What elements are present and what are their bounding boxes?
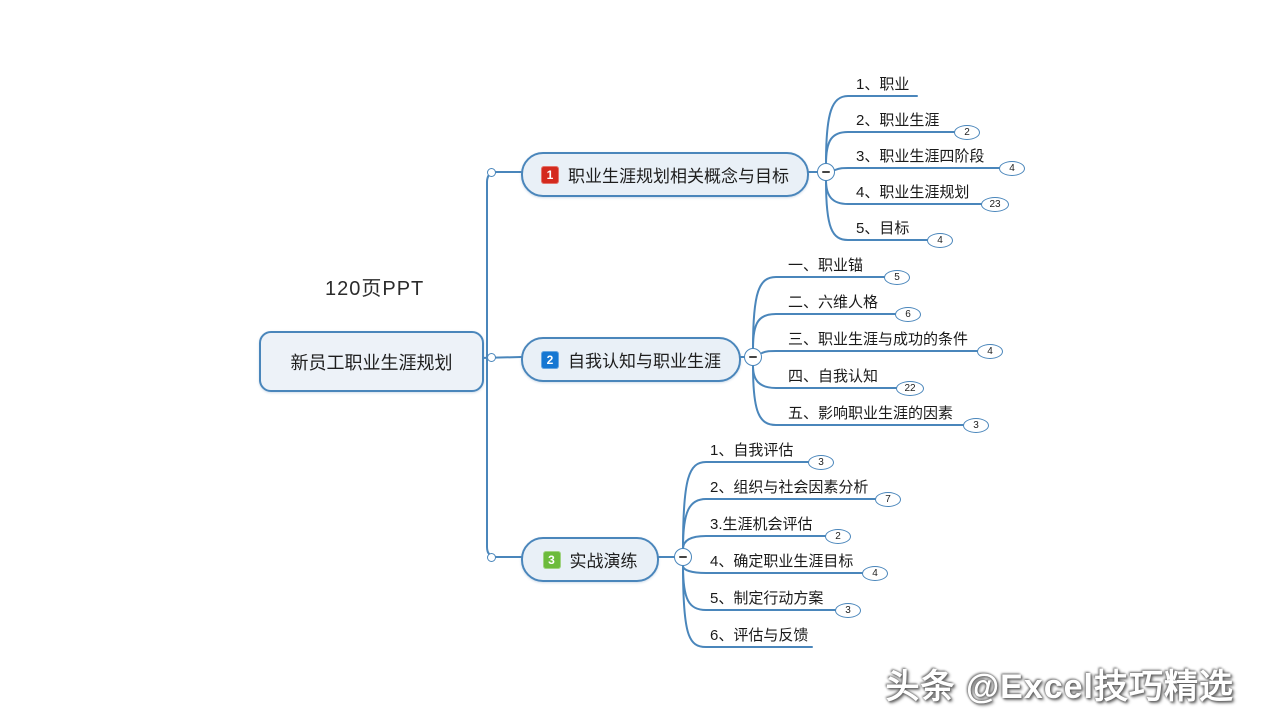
child-node[interactable]: 2、组织与社会因素分析 [710, 479, 869, 496]
root-label: 新员工职业生涯规划 [290, 352, 453, 373]
child-node[interactable]: 5、目标 [856, 220, 910, 237]
child-node[interactable]: 四、自我认知 [788, 368, 879, 385]
child-node[interactable]: 二、六维人格 [788, 294, 879, 311]
child-node[interactable]: 1、自我评估 [710, 442, 794, 459]
branch-number-icon: 1 [541, 165, 559, 184]
count-badge: 22 [896, 381, 924, 396]
child-node[interactable]: 1、职业 [856, 76, 910, 93]
branch-node-3[interactable]: 3 实战演练 [521, 537, 659, 582]
count-badge: 3 [963, 418, 989, 433]
branch-node-2[interactable]: 2 自我认知与职业生涯 [521, 337, 741, 382]
branch-label: 实战演练 [569, 552, 638, 571]
count-badge: 4 [977, 344, 1003, 359]
branch-number-icon: 2 [541, 350, 559, 369]
child-node[interactable]: 一、职业锚 [788, 257, 864, 274]
count-badge: 3 [835, 603, 861, 618]
child-node[interactable]: 3.生涯机会评估 [710, 516, 813, 533]
count-badge: 2 [954, 125, 980, 140]
branch-label: 自我认知与职业生涯 [568, 352, 721, 371]
child-node[interactable]: 6、评估与反馈 [710, 627, 809, 644]
child-node[interactable]: 4、职业生涯规划 [856, 184, 970, 201]
count-badge: 2 [825, 529, 851, 544]
junction-dot [487, 168, 496, 177]
child-node[interactable]: 2、职业生涯 [856, 112, 940, 129]
collapse-minus-icon[interactable] [674, 548, 692, 566]
child-node[interactable]: 3、职业生涯四阶段 [856, 148, 985, 165]
branch-number-icon: 3 [542, 550, 561, 569]
collapse-minus-icon[interactable] [744, 348, 762, 366]
branch-node-1[interactable]: 1 职业生涯规划相关概念与目标 [521, 152, 809, 197]
child-node[interactable]: 4、确定职业生涯目标 [710, 553, 854, 570]
count-badge: 3 [808, 455, 834, 470]
child-node[interactable]: 五、影响职业生涯的因素 [788, 405, 954, 422]
root-node[interactable]: 新员工职业生涯规划 [259, 331, 484, 392]
child-node[interactable]: 5、制定行动方案 [710, 590, 824, 607]
count-badge: 23 [981, 197, 1009, 212]
minus-bar [822, 171, 830, 173]
count-badge: 6 [895, 307, 921, 322]
count-badge: 4 [999, 161, 1025, 176]
minus-bar [679, 556, 687, 558]
count-badge: 7 [875, 492, 901, 507]
collapse-minus-icon[interactable] [817, 163, 835, 181]
watermark: 头条 @Excel技巧精选 [885, 668, 1234, 706]
junction-dot [487, 553, 496, 562]
junction-dot [487, 353, 496, 362]
count-badge: 5 [884, 270, 910, 285]
count-badge: 4 [927, 233, 953, 248]
branch-label: 职业生涯规划相关概念与目标 [568, 167, 789, 186]
minus-bar [749, 356, 757, 358]
page-count-note: 120页PPT [325, 278, 425, 300]
child-node[interactable]: 三、职业生涯与成功的条件 [788, 331, 969, 348]
count-badge: 4 [862, 566, 888, 581]
